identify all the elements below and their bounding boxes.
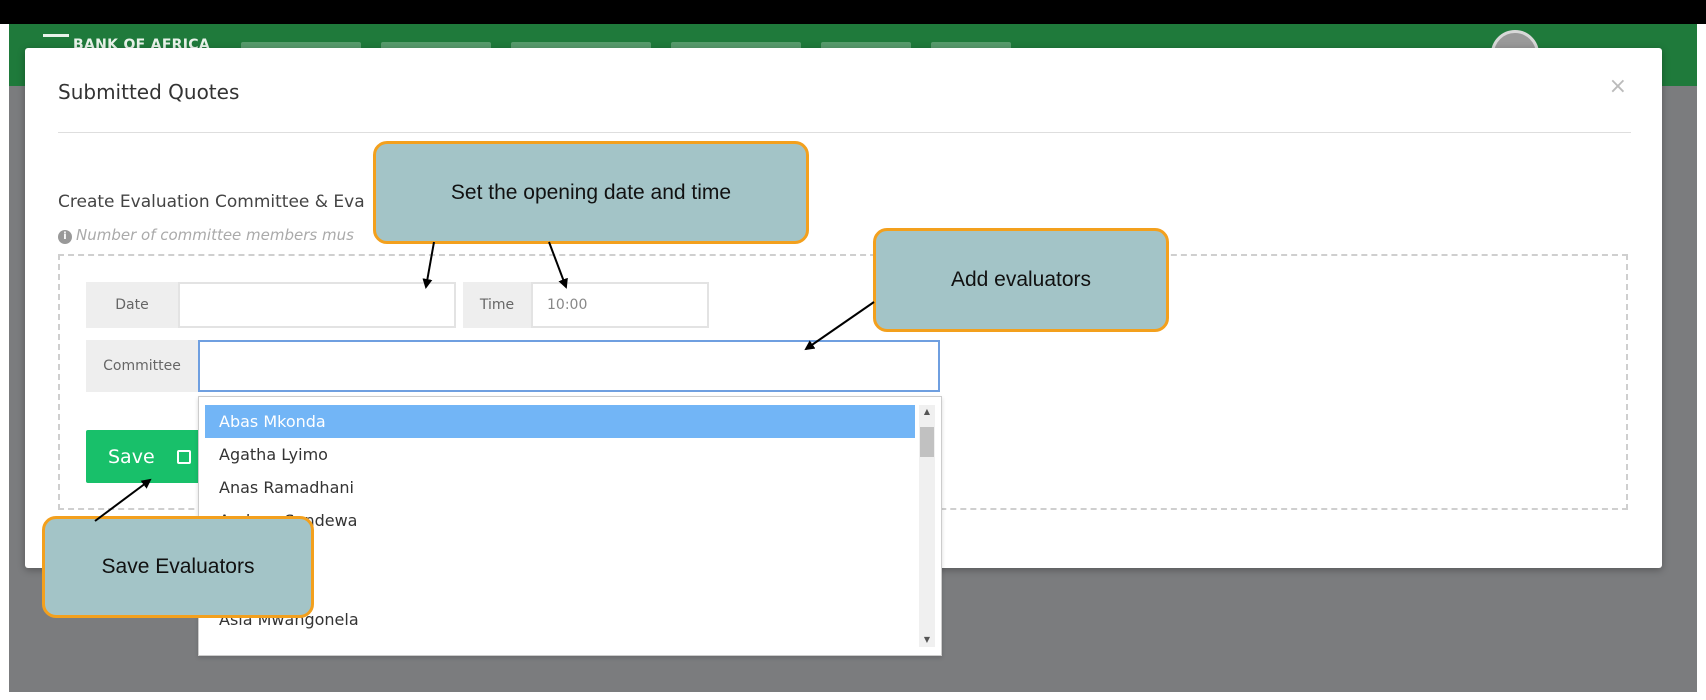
scroll-thumb[interactable] bbox=[920, 427, 934, 457]
dropdown-scrollbar[interactable]: ▲ ▼ bbox=[919, 405, 935, 647]
info-icon: i bbox=[58, 230, 72, 244]
committee-option[interactable] bbox=[205, 636, 915, 655]
time-label: Time bbox=[463, 282, 531, 328]
committee-label: Committee bbox=[86, 340, 198, 392]
scroll-up-icon[interactable]: ▲ bbox=[923, 407, 931, 416]
callout-add-evaluators: Add evaluators bbox=[873, 228, 1169, 332]
committee-input[interactable] bbox=[198, 340, 940, 392]
top-bar bbox=[0, 0, 1706, 24]
committee-option[interactable]: Agatha Lyimo bbox=[219, 445, 328, 464]
callout-save-evaluators: Save Evaluators bbox=[42, 516, 314, 618]
info-text: Number of committee members mus bbox=[76, 226, 354, 244]
close-icon[interactable]: × bbox=[1608, 74, 1627, 99]
callout-opening-date: Set the opening date and time bbox=[373, 141, 809, 244]
committee-option[interactable]: Anas Ramadhani bbox=[219, 478, 354, 497]
time-input[interactable]: 10:00 bbox=[531, 282, 709, 328]
save-label: Save bbox=[108, 445, 155, 468]
scroll-down-icon[interactable]: ▼ bbox=[923, 635, 931, 644]
committee-dropdown[interactable]: Abas Mkonda Agatha Lyimo Anas Ramadhani … bbox=[198, 396, 942, 656]
info-note: i Number of committee members mus bbox=[58, 226, 354, 244]
divider bbox=[58, 132, 1631, 133]
date-label: Date bbox=[86, 282, 178, 328]
section-heading: Create Evaluation Committee & Eva bbox=[58, 192, 365, 212]
modal-title: Submitted Quotes bbox=[58, 80, 240, 104]
committee-option[interactable]: Abas Mkonda bbox=[205, 405, 915, 438]
floppy-disk-icon bbox=[176, 449, 191, 464]
date-input[interactable] bbox=[178, 282, 456, 328]
bank-logo-icon bbox=[43, 34, 69, 51]
save-button[interactable]: Save bbox=[86, 430, 210, 483]
